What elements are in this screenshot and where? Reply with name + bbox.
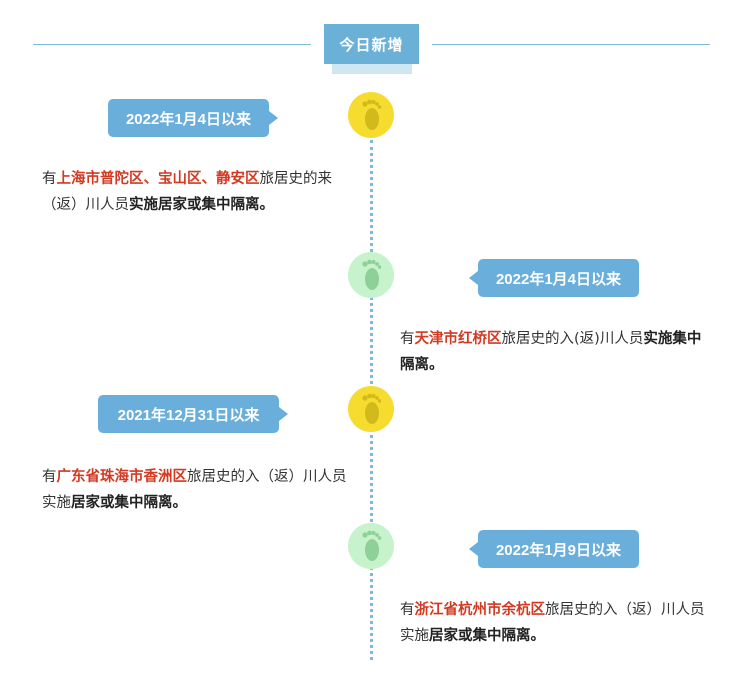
location-highlight: 上海市普陀区、宝山区、静安区 (56, 171, 260, 187)
text-mid: 旅居史的入(返)川人员 (501, 331, 644, 347)
footprint-icon (348, 523, 394, 569)
footprint-icon (348, 386, 394, 432)
text-mid: 旅居史的入（返）川人员实施 (400, 602, 705, 644)
date-tag: 2022年1月4日以来 (108, 99, 278, 137)
location-highlight: 浙江省杭州市余杭区 (414, 602, 546, 618)
entry-description: 有上海市普陀区、宝山区、静安区旅居史的来（返）川人员实施居家或集中隔离。 (42, 166, 347, 218)
location-highlight: 广东省珠海市香洲区 (56, 469, 188, 485)
measure-text: 居家或集中隔离。 (429, 628, 545, 644)
page-title: 今日新增 (324, 24, 419, 64)
text-before: 有 (42, 469, 57, 485)
header-divider-right (432, 44, 710, 45)
date-tag: 2022年1月4日以来 (469, 259, 639, 297)
measure-text: 实施居家或集中隔离。 (129, 197, 274, 213)
text-mid: 旅居史的入（返）川人员实施 (42, 469, 347, 511)
location-highlight: 天津市红桥区 (414, 331, 502, 347)
entry-description: 有天津市红桥区旅居史的入(返)川人员实施集中隔离。 (400, 326, 712, 378)
entry-description: 有广东省珠海市香洲区旅居史的入（返）川人员实施居家或集中隔离。 (42, 464, 347, 516)
measure-text: 居家或集中隔离。 (71, 495, 187, 511)
text-before: 有 (400, 331, 415, 347)
text-before: 有 (400, 602, 415, 618)
footprint-icon (348, 252, 394, 298)
measure-text: 实施集中隔离。 (400, 331, 702, 373)
text-before: 有 (42, 171, 57, 187)
footprint-icon (348, 92, 394, 138)
date-tag: 2022年1月9日以来 (469, 530, 639, 568)
text-mid: 旅居史的来（返）川人员 (42, 171, 332, 213)
header-divider-left (33, 44, 311, 45)
entry-description: 有浙江省杭州市余杭区旅居史的入（返）川人员实施居家或集中隔离。 (400, 597, 712, 649)
date-tag: 2021年12月31日以来 (98, 395, 288, 433)
